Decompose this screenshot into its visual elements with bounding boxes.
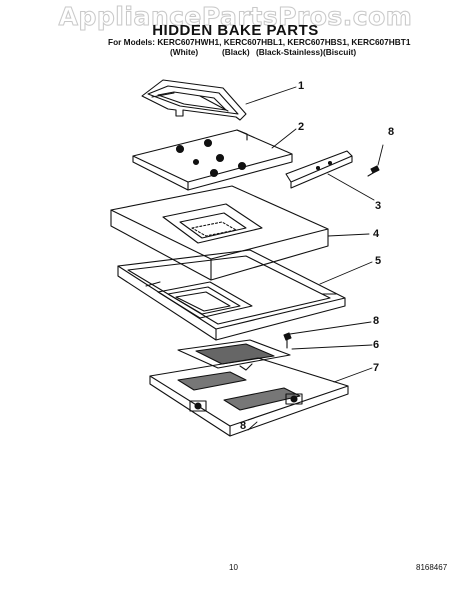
models-line: For Models: KERC607HWH1, KERC607HBL1, KE… [108,37,411,47]
page-number: 10 [229,563,238,572]
bake-element-part [141,79,247,121]
document-number: 8168467 [416,563,448,572]
color-black: (Black) [222,47,250,57]
bottom-cover-part [149,357,349,437]
callout-2: 2 [298,121,305,133]
bake-pan-part [117,249,346,341]
callout-6: 6 [373,339,380,351]
color-biscuit: (Biscuit) [323,47,357,57]
color-black-stainless: (Black-Stainless) [256,47,323,57]
callout-1: 1 [298,80,305,92]
callout-4: 4 [373,228,380,240]
callout-5: 5 [375,255,382,267]
watermark: AppliancePartsPros.com [58,2,413,32]
callout-3: 3 [375,200,382,212]
insulation-part [110,185,329,281]
cover-plate-part [132,129,293,191]
gasket-part [177,339,291,371]
callout-8-top: 8 [388,126,395,138]
color-white: (White) [170,47,199,57]
screw-top-part [367,165,380,177]
page-title: HIDDEN BAKE PARTS [152,22,319,39]
leader-lines [245,86,384,431]
screw-middle-part [283,332,292,349]
callout-8-middle: 8 [373,315,380,327]
bracket-part [285,150,353,189]
callout-8-bottom: 8 [240,420,247,432]
callout-7: 7 [373,362,380,374]
